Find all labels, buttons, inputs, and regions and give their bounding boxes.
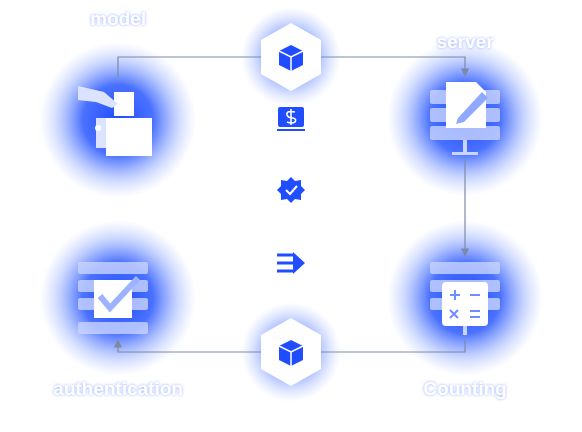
node-label: authentication xyxy=(16,378,220,400)
payment-icon xyxy=(277,107,305,131)
node-label: Counting xyxy=(363,378,567,400)
verified-badge-icon xyxy=(277,177,305,203)
forward-arrow-icon xyxy=(277,252,305,274)
hexagon-badge xyxy=(241,302,341,402)
icon-node: authentication xyxy=(76,256,160,340)
node-label: model xyxy=(16,8,220,30)
server-icon xyxy=(430,82,500,155)
icon-node: server xyxy=(423,76,507,160)
checklist-icon xyxy=(78,262,148,334)
node-label: server xyxy=(363,31,567,53)
hexagon-badge xyxy=(241,7,341,107)
icon-node: model xyxy=(76,78,160,162)
calculator-icon xyxy=(430,262,500,335)
icon-node: Counting xyxy=(423,256,507,340)
ballot-icon xyxy=(78,86,152,156)
flow-connector xyxy=(464,160,465,256)
